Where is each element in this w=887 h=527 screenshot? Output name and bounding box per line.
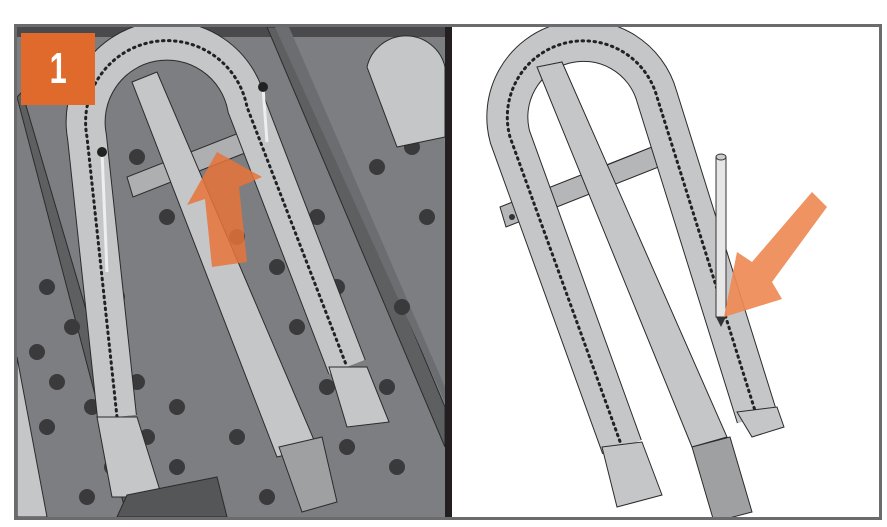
screw-icon	[97, 147, 109, 273]
up-arrow-icon	[187, 152, 262, 267]
grill-firebox-illustration	[17, 27, 445, 517]
screw-icon	[258, 82, 269, 143]
panel-divider	[445, 27, 452, 517]
right-panel-burner-detail	[452, 27, 879, 517]
grease-tray-icon	[116, 476, 228, 517]
burner-detail-illustration	[486, 27, 827, 517]
step-number-badge: 1	[21, 33, 95, 105]
step-number: 1	[49, 44, 67, 93]
electrode-icon	[715, 153, 727, 327]
diagonal-arrow-icon	[724, 192, 827, 317]
left-panel-grill-view: 1	[17, 27, 445, 517]
